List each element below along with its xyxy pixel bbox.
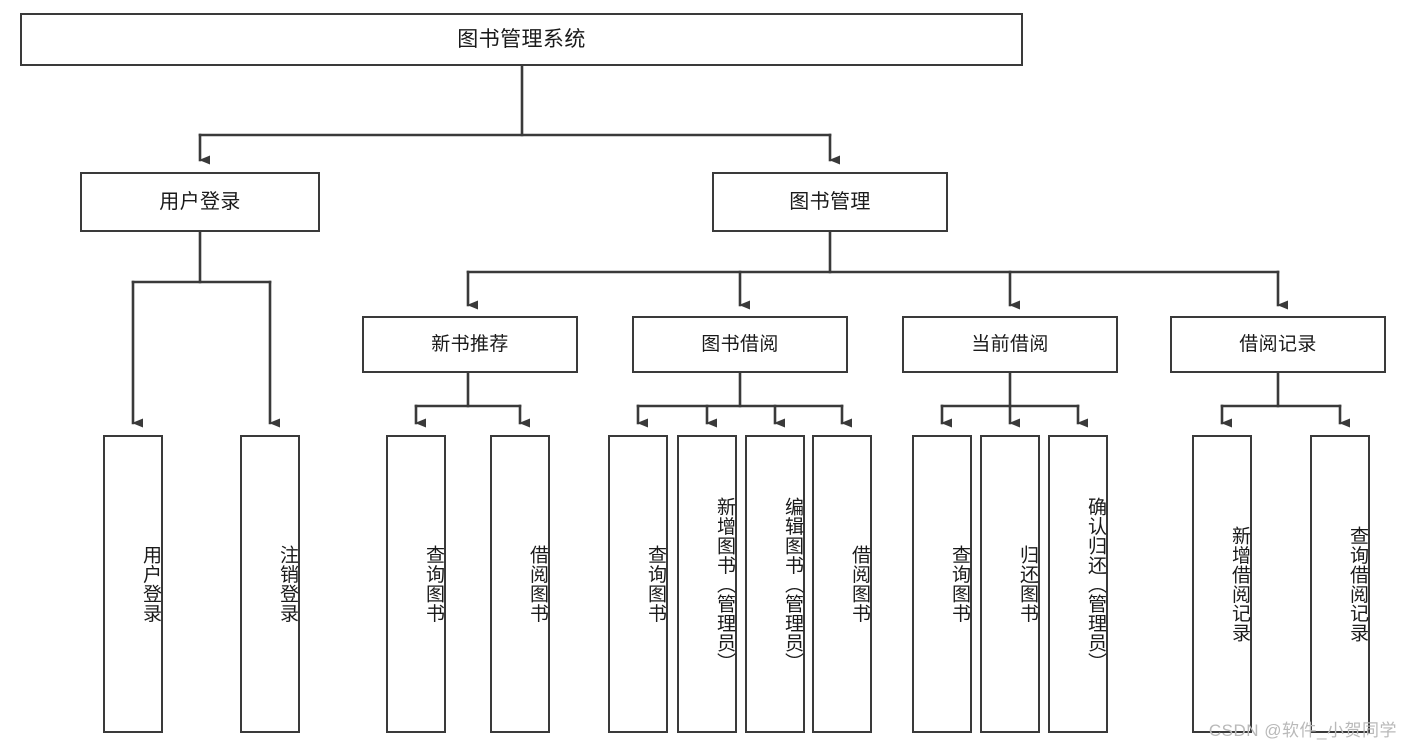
node-leaf-borrow-book-2[interactable]: 借阅图书: [812, 435, 872, 733]
node-leaf-user-login-label: 用户登录: [140, 545, 161, 623]
node-user-login-label: 用户登录: [159, 190, 241, 213]
watermark: CSDN @软件_小贺同学: [1208, 721, 1397, 740]
node-root[interactable]: 图书管理系统: [20, 13, 1023, 66]
node-leaf-add-record-label: 新增借阅记录: [1229, 525, 1250, 643]
node-leaf-user-login[interactable]: 用户登录: [103, 435, 163, 733]
node-leaf-query-book-1-label: 查询图书: [423, 545, 444, 623]
node-new-book-recommend[interactable]: 新书推荐: [362, 316, 578, 373]
node-book-manage[interactable]: 图书管理: [712, 172, 948, 232]
node-leaf-edit-book[interactable]: 编辑图书（管理员）: [745, 435, 805, 733]
node-borrow-record-label: 借阅记录: [1239, 333, 1317, 355]
node-leaf-add-book[interactable]: 新增图书（管理员）: [677, 435, 737, 733]
node-book-borrow[interactable]: 图书借阅: [632, 316, 848, 373]
node-borrow-record[interactable]: 借阅记录: [1170, 316, 1386, 373]
node-leaf-borrow-book-1-label: 借阅图书: [527, 545, 548, 623]
node-current-borrow[interactable]: 当前借阅: [902, 316, 1118, 373]
node-leaf-borrow-book-2-label: 借阅图书: [849, 545, 870, 623]
node-leaf-edit-book-label: 编辑图书（管理员）: [782, 496, 803, 672]
node-current-borrow-label: 当前借阅: [971, 333, 1049, 355]
node-leaf-query-record[interactable]: 查询借阅记录: [1310, 435, 1370, 733]
node-leaf-logout-login-label: 注销登录: [277, 545, 298, 623]
node-leaf-query-book-3-label: 查询图书: [949, 545, 970, 623]
node-leaf-query-book-2[interactable]: 查询图书: [608, 435, 668, 733]
node-leaf-confirm-return-label: 确认归还（管理员）: [1085, 496, 1106, 672]
node-leaf-add-record[interactable]: 新增借阅记录: [1192, 435, 1252, 733]
node-book-borrow-label: 图书借阅: [701, 333, 779, 355]
node-leaf-logout-login[interactable]: 注销登录: [240, 435, 300, 733]
node-leaf-return-book-label: 归还图书: [1017, 545, 1038, 623]
node-leaf-confirm-return[interactable]: 确认归还（管理员）: [1048, 435, 1108, 733]
node-leaf-query-book-3[interactable]: 查询图书: [912, 435, 972, 733]
node-leaf-add-book-label: 新增图书（管理员）: [714, 496, 735, 672]
node-leaf-return-book[interactable]: 归还图书: [980, 435, 1040, 733]
node-leaf-query-book-2-label: 查询图书: [645, 545, 666, 623]
node-new-book-recommend-label: 新书推荐: [431, 333, 509, 355]
node-root-label: 图书管理系统: [457, 27, 586, 51]
node-leaf-query-record-label: 查询借阅记录: [1347, 525, 1368, 643]
node-book-manage-label: 图书管理: [789, 190, 871, 213]
node-leaf-borrow-book-1[interactable]: 借阅图书: [490, 435, 550, 733]
node-user-login[interactable]: 用户登录: [80, 172, 320, 232]
node-leaf-query-book-1[interactable]: 查询图书: [386, 435, 446, 733]
